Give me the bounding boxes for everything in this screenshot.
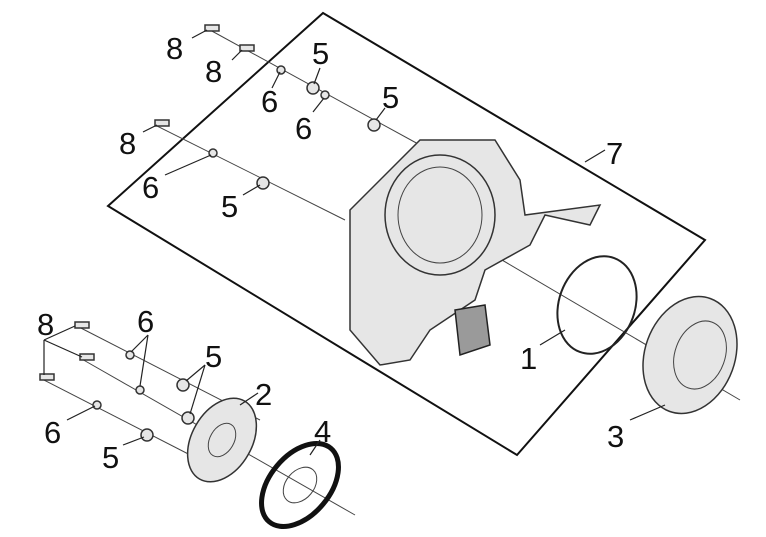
callout-5: 5 — [102, 440, 119, 475]
o-ring-part-1 — [556, 255, 638, 355]
callout-5: 5 — [382, 80, 399, 115]
fan-housing-part-7 — [349, 139, 602, 366]
callout-8: 8 — [37, 307, 54, 342]
callout-8: 8 — [119, 126, 136, 161]
callout-5: 5 — [221, 189, 238, 224]
callout-5: 5 — [205, 339, 222, 374]
callout-5: 5 — [312, 36, 329, 71]
callout-4: 4 — [314, 414, 331, 449]
callout-8: 8 — [166, 31, 183, 66]
assembly-frame — [106, 11, 707, 457]
callout-6: 6 — [261, 84, 278, 119]
callout-6: 6 — [137, 304, 154, 339]
pulley-part-3 — [642, 295, 738, 415]
callout-6: 6 — [142, 170, 159, 205]
disk-part-4 — [259, 440, 341, 530]
callout-8: 8 — [205, 54, 222, 89]
callout-6: 6 — [295, 111, 312, 146]
callout-2: 2 — [255, 377, 272, 412]
cover-plate-part-2 — [186, 397, 258, 483]
callout-6: 6 — [44, 415, 61, 450]
leader-lines — [43, 29, 666, 456]
callout-3: 3 — [607, 419, 624, 454]
callout-7: 7 — [606, 136, 623, 171]
callout-1: 1 — [520, 341, 537, 376]
